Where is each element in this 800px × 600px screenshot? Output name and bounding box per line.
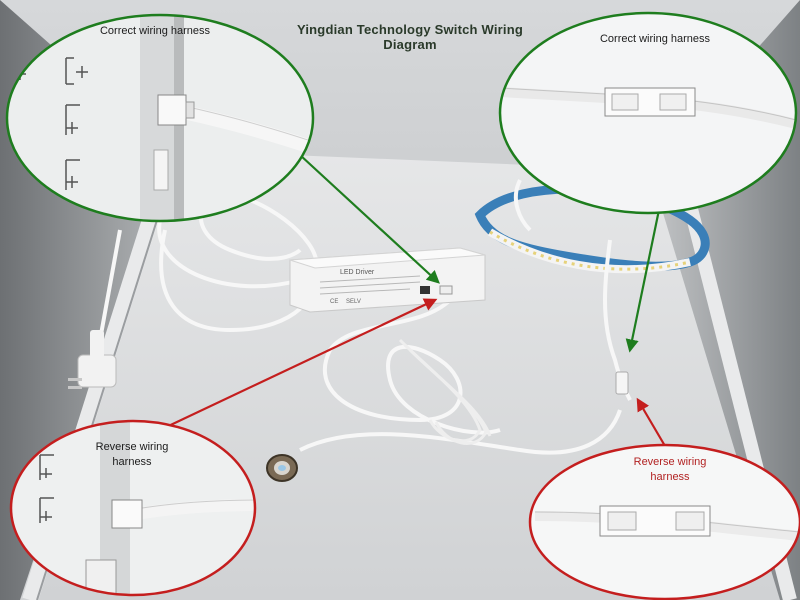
callout-ring-bottom-right: [528, 443, 800, 600]
cables: [98, 179, 632, 455]
coiled-cable: [398, 338, 492, 445]
driver-selv-mark: SELV: [346, 299, 361, 305]
label-correct-top-left: Correct wiring harness: [99, 25, 211, 37]
label-reverse-bottom-right: Reverse wiring harness: [633, 456, 707, 483]
callout-ring-bottom-left: [9, 419, 257, 597]
arrow-reverse-bottom-right: [636, 397, 666, 447]
power-plug: [68, 330, 117, 389]
callout-correct-top-right: [498, 11, 798, 215]
callout-reverse-bottom-left: [9, 419, 257, 597]
arrow-correct-top-right: [625, 204, 662, 353]
label-reverse-bottom-left: Reverse wiring harness: [95, 441, 169, 468]
arrow-reverse-bottom-left: [159, 298, 438, 431]
page-title: Yingdian Technology Switch Wiring Diagra…: [296, 22, 524, 52]
arrow-correct-top-left: [299, 154, 440, 284]
driver-ce-mark: CE: [330, 299, 338, 305]
callout-correct-top-left: [5, 13, 315, 223]
label-correct-top-right: Correct wiring harness: [599, 33, 711, 45]
callout-ring-top-right: [498, 11, 798, 215]
driver-heading: LED Driver: [340, 269, 375, 276]
led-driver-box: LED Driver CE SELV: [289, 247, 486, 313]
callout-ring-top-left: [5, 13, 315, 223]
touch-sensor-switch: [266, 454, 298, 482]
callout-reverse-bottom-right: [528, 443, 800, 600]
strip-connector: [615, 371, 629, 395]
